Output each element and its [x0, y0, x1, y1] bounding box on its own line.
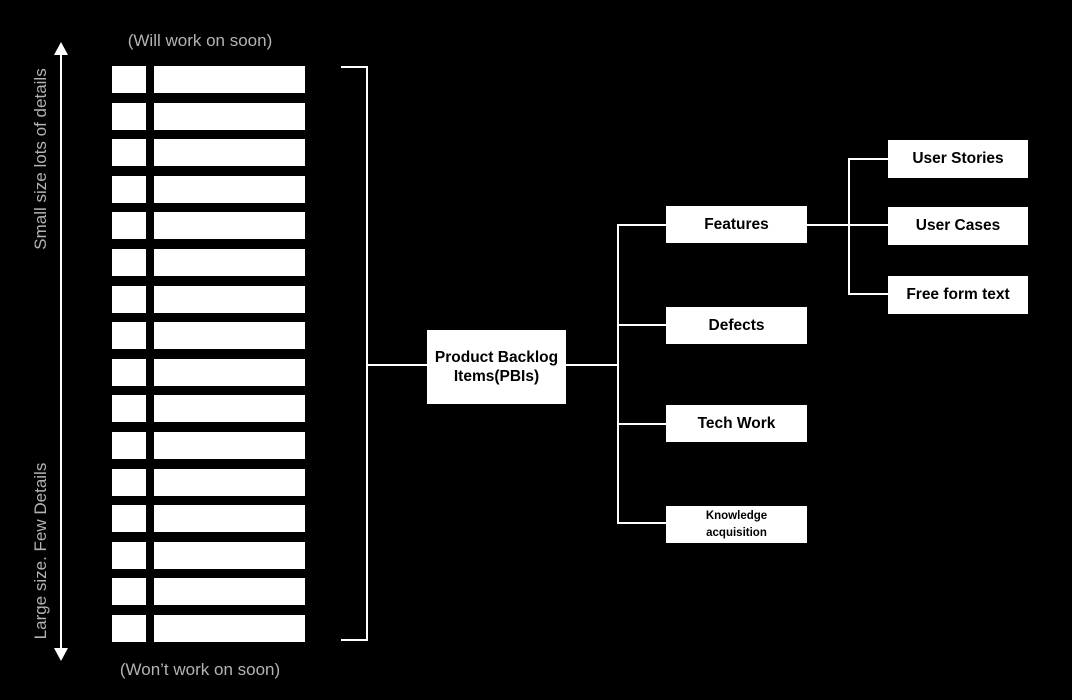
branch-to-free-form-text	[848, 293, 888, 295]
arrow-up-icon	[54, 42, 68, 55]
backlog-item-size-cell	[112, 66, 146, 93]
node-knowledge-acquisition: Knowledge acquisition	[666, 506, 807, 543]
backlog-item-size-cell	[112, 322, 146, 350]
branch-to-knowledge-acquisition	[617, 522, 666, 524]
bottom-note: (Won’t work on soon)	[119, 660, 281, 679]
backlog-item-size-cell	[112, 212, 146, 240]
backlog-item-size-cell	[112, 541, 146, 569]
backlog-item	[112, 614, 305, 642]
backlog-item	[112, 541, 305, 569]
backlog-item-bar	[154, 248, 305, 276]
branch-to-user-cases	[848, 224, 888, 226]
feature-types-trunk-line	[848, 158, 850, 295]
node-features: Features	[666, 206, 807, 243]
axis-label-lower: Large size. Few Details	[31, 462, 50, 640]
backlog-item	[112, 102, 305, 130]
backlog-item-bar	[154, 285, 305, 313]
backlog-item-bar	[154, 541, 305, 569]
node-tech-work: Tech Work	[666, 405, 807, 442]
backlog-item	[112, 66, 305, 93]
backlog-item-size-cell	[112, 395, 146, 423]
backlog-item	[112, 431, 305, 459]
backlog-item-size-cell	[112, 175, 146, 203]
backlog-item-size-cell	[112, 248, 146, 276]
backlog-item	[112, 139, 305, 167]
backlog-item-bar	[154, 468, 305, 496]
node-product-backlog-items: Product Backlog Items(PBIs)	[427, 330, 566, 404]
backlog-item-bar	[154, 614, 305, 642]
backlog-item-size-cell	[112, 578, 146, 606]
backlog-item	[112, 505, 305, 533]
backlog-item-size-cell	[112, 468, 146, 496]
backlog-item	[112, 578, 305, 606]
connector-features-to-trunk	[807, 224, 849, 226]
bracket-bottom-line	[341, 639, 368, 641]
backlog-item	[112, 395, 305, 423]
backlog-item-size-cell	[112, 285, 146, 313]
arrow-down-icon	[54, 648, 68, 661]
backlog-item	[112, 175, 305, 203]
bracket-top-line	[341, 66, 368, 68]
backlog-item-bar	[154, 175, 305, 203]
backlog-item-bar	[154, 395, 305, 423]
top-note: (Will work on soon)	[127, 31, 273, 50]
node-user-cases: User Cases	[888, 207, 1028, 245]
node-free-form-text: Free form text	[888, 276, 1028, 314]
backlog-item-bar	[154, 578, 305, 606]
backlog-item-size-cell	[112, 505, 146, 533]
backlog-item-bar	[154, 102, 305, 130]
backlog-item-size-cell	[112, 614, 146, 642]
backlog-item-bar	[154, 358, 305, 386]
categories-trunk-line	[617, 224, 619, 524]
backlog-item-bar	[154, 431, 305, 459]
connector-bracket-to-root	[368, 364, 427, 366]
backlog-item-bar	[154, 66, 305, 93]
backlog-item	[112, 212, 305, 240]
backlog-item-size-cell	[112, 139, 146, 167]
connector-root-to-trunk	[566, 364, 618, 366]
backlog-item	[112, 468, 305, 496]
branch-to-features	[617, 224, 666, 226]
backlog-item-size-cell	[112, 358, 146, 386]
backlog-item-bar	[154, 212, 305, 240]
branch-to-defects	[617, 324, 666, 326]
backlog-item-bar	[154, 139, 305, 167]
axis-label-upper: Small size lots of details	[31, 68, 50, 250]
axis-arrow-line	[60, 51, 62, 651]
backlog-item	[112, 285, 305, 313]
backlog-item-bar	[154, 505, 305, 533]
branch-to-tech-work	[617, 423, 666, 425]
bracket-vertical-line	[366, 66, 368, 641]
backlog-item	[112, 248, 305, 276]
backlog-item-bar	[154, 322, 305, 350]
backlog-item-size-cell	[112, 431, 146, 459]
backlog-item	[112, 358, 305, 386]
backlog-item-size-cell	[112, 102, 146, 130]
backlog-item	[112, 322, 305, 350]
node-defects: Defects	[666, 307, 807, 344]
backlog-list	[112, 66, 305, 642]
node-user-stories: User Stories	[888, 140, 1028, 178]
branch-to-user-stories	[848, 158, 888, 160]
